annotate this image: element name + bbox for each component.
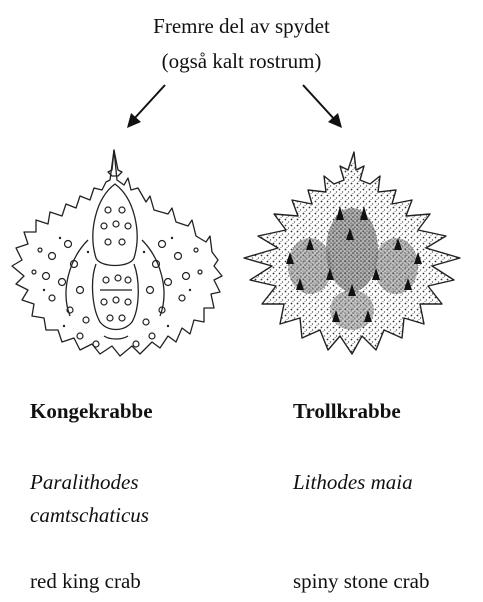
english-name-spiny-stone-crab: spiny stone crab	[293, 569, 429, 594]
arrow-left	[127, 85, 165, 128]
arrow-right	[303, 85, 342, 128]
latin-name-line-1: Paralithodes	[30, 467, 139, 497]
stone-crab-illustration	[236, 140, 471, 365]
latin-name-line-2: camtschaticus	[30, 500, 149, 530]
rostrum-arrows	[0, 0, 483, 140]
latin-name-lithodes: Lithodes maia	[293, 467, 413, 497]
crab-name-kongekrabbe: Kongekrabbe	[30, 399, 153, 424]
english-name-red-king-crab: red king crab	[30, 569, 141, 594]
king-crab-illustration	[0, 140, 235, 365]
crab-name-trollkrabbe: Trollkrabbe	[293, 399, 401, 424]
